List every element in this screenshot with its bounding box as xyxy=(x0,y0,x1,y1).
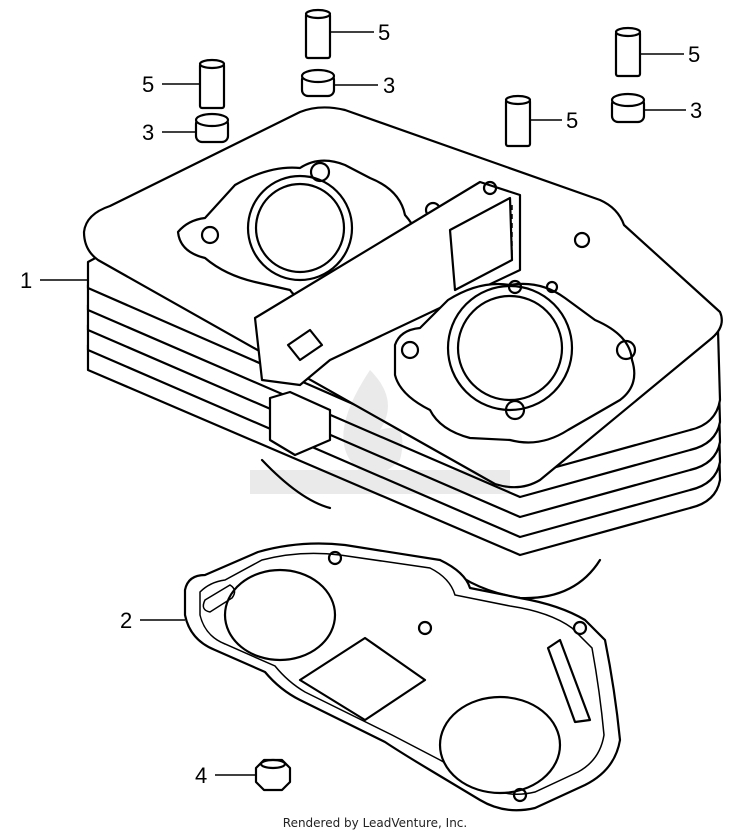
callout-3c: 3 xyxy=(690,98,702,123)
seal-ring-3a[interactable] xyxy=(194,112,230,144)
callout-5a: 5 xyxy=(142,72,154,97)
cylinder-base-gasket[interactable] xyxy=(183,542,622,812)
callout-5d: 5 xyxy=(688,42,700,67)
callout-5b: 5 xyxy=(378,20,390,45)
dowel-pin-5b[interactable] xyxy=(304,8,332,60)
callout-3b: 3 xyxy=(383,73,395,98)
watermark-logo xyxy=(250,370,510,494)
callout-3a: 3 xyxy=(142,120,154,145)
dowel-pin-5a[interactable] xyxy=(198,58,226,110)
callout-5c: 5 xyxy=(566,108,578,133)
callout-4: 4 xyxy=(195,763,207,788)
cylinder-block[interactable] xyxy=(82,106,723,600)
dowel-pin-5d[interactable] xyxy=(614,26,642,78)
nut-4[interactable] xyxy=(254,758,292,792)
footer-credit: Rendered by LeadVenture, Inc. xyxy=(282,816,468,830)
callout-1: 1 xyxy=(20,268,32,293)
callout-2: 2 xyxy=(120,608,132,633)
seal-ring-3c[interactable] xyxy=(610,92,646,124)
seal-ring-3b[interactable] xyxy=(300,68,336,98)
leader-lines xyxy=(40,31,686,776)
dowel-pin-5c[interactable] xyxy=(504,94,532,148)
